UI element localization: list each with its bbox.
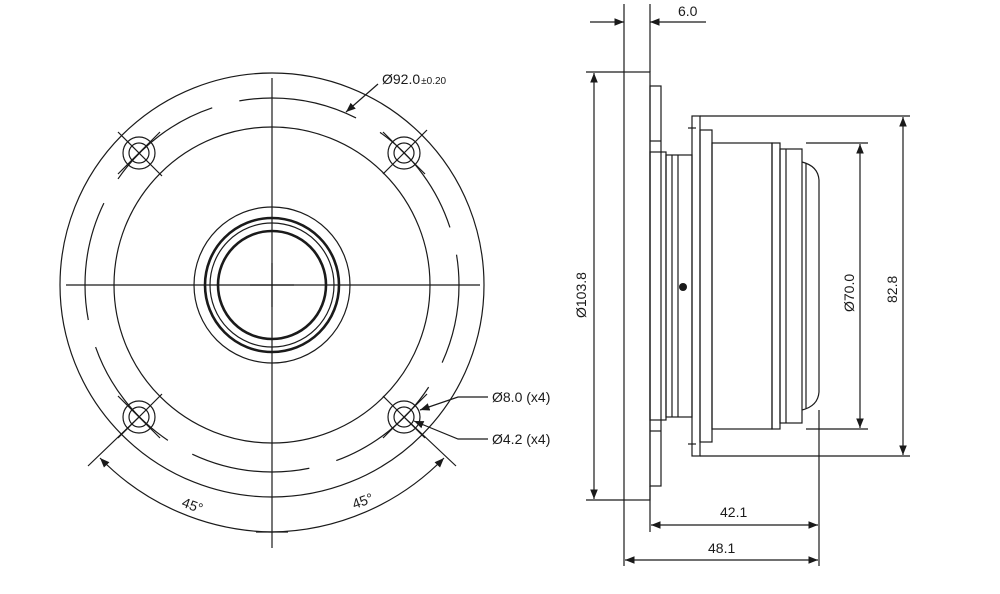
body-height-label: 82.8: [884, 276, 900, 303]
back-cap: [771, 142, 781, 430]
neck-screw: [679, 283, 687, 291]
flange-diameter-label: Ø92.0±0.20: [382, 71, 447, 87]
housing-rim-inner: [699, 129, 713, 443]
angle-extension-right: [403, 416, 457, 467]
body-diameter-label: Ø70.0: [841, 274, 857, 312]
hole-inner-label: Ø4.2 (x4): [492, 431, 550, 447]
flange-thickness-label: 6.0: [678, 3, 698, 19]
mounting-hole-top-left: [117, 131, 163, 177]
angle-extension-left: [87, 416, 140, 467]
hole-inner-leader: [413, 420, 488, 440]
depth-inner-label: 42.1: [720, 504, 747, 520]
side-view: 6.0 Ø103.8 Ø70.0 82.8 42.1 48.1: [573, 3, 910, 566]
flange-step: [649, 85, 662, 487]
flange-step-inner: [649, 151, 667, 421]
angle-left-label: 45°: [180, 494, 205, 516]
angle-arc-right: [271, 457, 445, 533]
mounting-hole-bottom-right: [382, 393, 428, 439]
flange-plate: [623, 71, 651, 501]
overall-height-label: Ø103.8: [573, 272, 589, 318]
neck: [665, 154, 693, 418]
front-view: Ø92.0±0.20 Ø8.0 (x4) Ø4.2 (x4) 45° 45°: [59, 71, 550, 548]
mounting-hole-top-right: [382, 129, 428, 175]
flange-diameter-leader: [345, 83, 379, 113]
housing-rim: [691, 115, 701, 457]
back-dome: [801, 161, 820, 411]
hole-outer-label: Ø8.0 (x4): [492, 389, 550, 405]
depth-overall-label: 48.1: [708, 540, 735, 556]
hole-outer-leader: [419, 396, 488, 411]
angle-arc-left: [99, 457, 273, 533]
magnet-body: [711, 142, 773, 430]
back-plate: [779, 148, 803, 424]
angle-right-label: 45°: [350, 490, 375, 512]
